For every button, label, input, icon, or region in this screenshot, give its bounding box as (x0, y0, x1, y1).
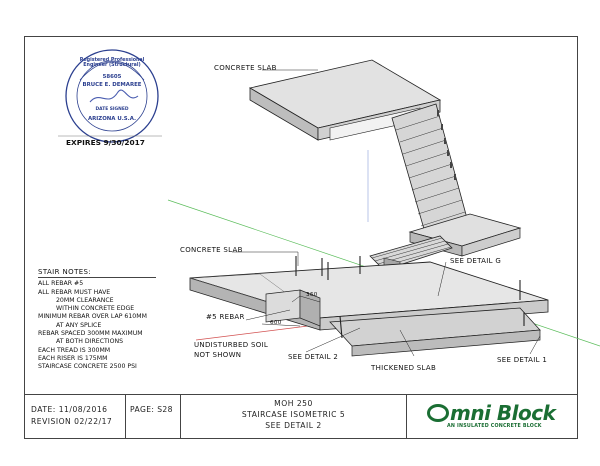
drawing-title: MOH 250 STAIRCASE ISOMETRIC 5 SEE DETAIL… (181, 395, 407, 439)
note-line: STAIRCASE CONCRETE 2500 PSI (38, 363, 137, 371)
note-line: MINIMUM REBAR OVER LAP 610MM (38, 313, 147, 321)
note-line: REBAR SPACED 300MM MAXIMUM (38, 330, 143, 338)
leader-thickened-slab (399, 329, 415, 357)
logo-wordmark-text: mni Block (450, 401, 556, 425)
title-block: DATE: 11/08/2016 REVISION 02/22/17 PAGE:… (25, 394, 577, 439)
note-line: AT BOTH DIRECTIONS (56, 338, 124, 346)
omni-block-logo: mni Block AN INSULATED CONCRETE BLOCK (407, 395, 577, 439)
leader-concrete-slab-mid (232, 251, 299, 266)
note-line: ALL REBAR #5 (38, 280, 84, 288)
thickened-slab (265, 289, 541, 357)
seal-name: BRUCE E. DEMAREE (82, 82, 142, 88)
seal-number: 58605 (102, 74, 122, 80)
label-dim-360: 360 (306, 292, 318, 298)
note-line: EACH TREAD IS 300MM (38, 346, 111, 354)
logo-tagline: AN INSULATED CONCRETE BLOCK (447, 424, 542, 429)
leader-see-detail-2 (305, 327, 361, 353)
note-line: EACH RISER IS 175MM (38, 354, 108, 362)
page-number: PAGE: S28 (126, 395, 181, 439)
label-see-detail-g: SEE DETAIL G (450, 257, 502, 265)
seal-signed-label: DATE SIGNED (95, 107, 129, 112)
signature-scribble (89, 89, 139, 103)
logo-wordmark: mni Block (427, 401, 556, 425)
rebar-bars (295, 256, 525, 339)
drawing-revision: REVISION 02/22/17 (31, 417, 113, 426)
label-rebar: #5 REBAR (206, 313, 245, 321)
dim-line-600 (261, 323, 301, 327)
leader-rebar (245, 309, 291, 321)
seal-ring-text: Registered Professional Engineer (Struct… (79, 58, 145, 68)
seal-state: ARIZONA U.S.A. (87, 116, 137, 122)
note-line: ALL REBAR MUST HAVE (38, 288, 111, 296)
label-undisturbed-soil: UNDISTURBED SOIL (194, 341, 269, 349)
stair-notes-title: STAIR NOTES: (38, 268, 156, 279)
engineer-seal (65, 49, 159, 143)
dim-line-360 (291, 295, 321, 303)
note-line: WITHIN CONCRETE EDGE (56, 305, 135, 313)
label-concrete-slab-mid: CONCRETE SLAB (180, 246, 243, 254)
label-not-shown: NOT SHOWN (194, 351, 242, 359)
label-dim-600: 600 (270, 320, 282, 326)
drawing-title-line-2: STAIRCASE ISOMETRIC 5 (241, 410, 346, 419)
label-thickened-slab: THICKENED SLAB (371, 364, 437, 372)
leader-see-detail-g (437, 261, 447, 297)
label-concrete-slab-top: CONCRETE SLAB (214, 64, 277, 72)
note-line: 20MM CLEARANCE (56, 296, 114, 304)
drawing-title-line-1: MOH 250 (274, 399, 313, 408)
seal-expires: EXPIRES 9/30/2017 (66, 138, 145, 147)
leader-see-detail-1 (529, 335, 541, 355)
drawing-title-line-3: SEE DETAIL 2 (265, 421, 322, 430)
date-cell: DATE: 11/08/2016 REVISION 02/22/17 (25, 395, 126, 439)
stair-notes: STAIR NOTES: ALL REBAR #5 ALL REBAR MUST… (38, 268, 156, 372)
note-line: AT ANY SPLICE (56, 321, 102, 329)
label-see-detail-1: SEE DETAIL 1 (497, 356, 548, 364)
label-see-detail-2: SEE DETAIL 2 (288, 353, 339, 361)
drawing-date: DATE: 11/08/2016 (31, 405, 108, 414)
logo-o-ring-icon (427, 404, 449, 422)
